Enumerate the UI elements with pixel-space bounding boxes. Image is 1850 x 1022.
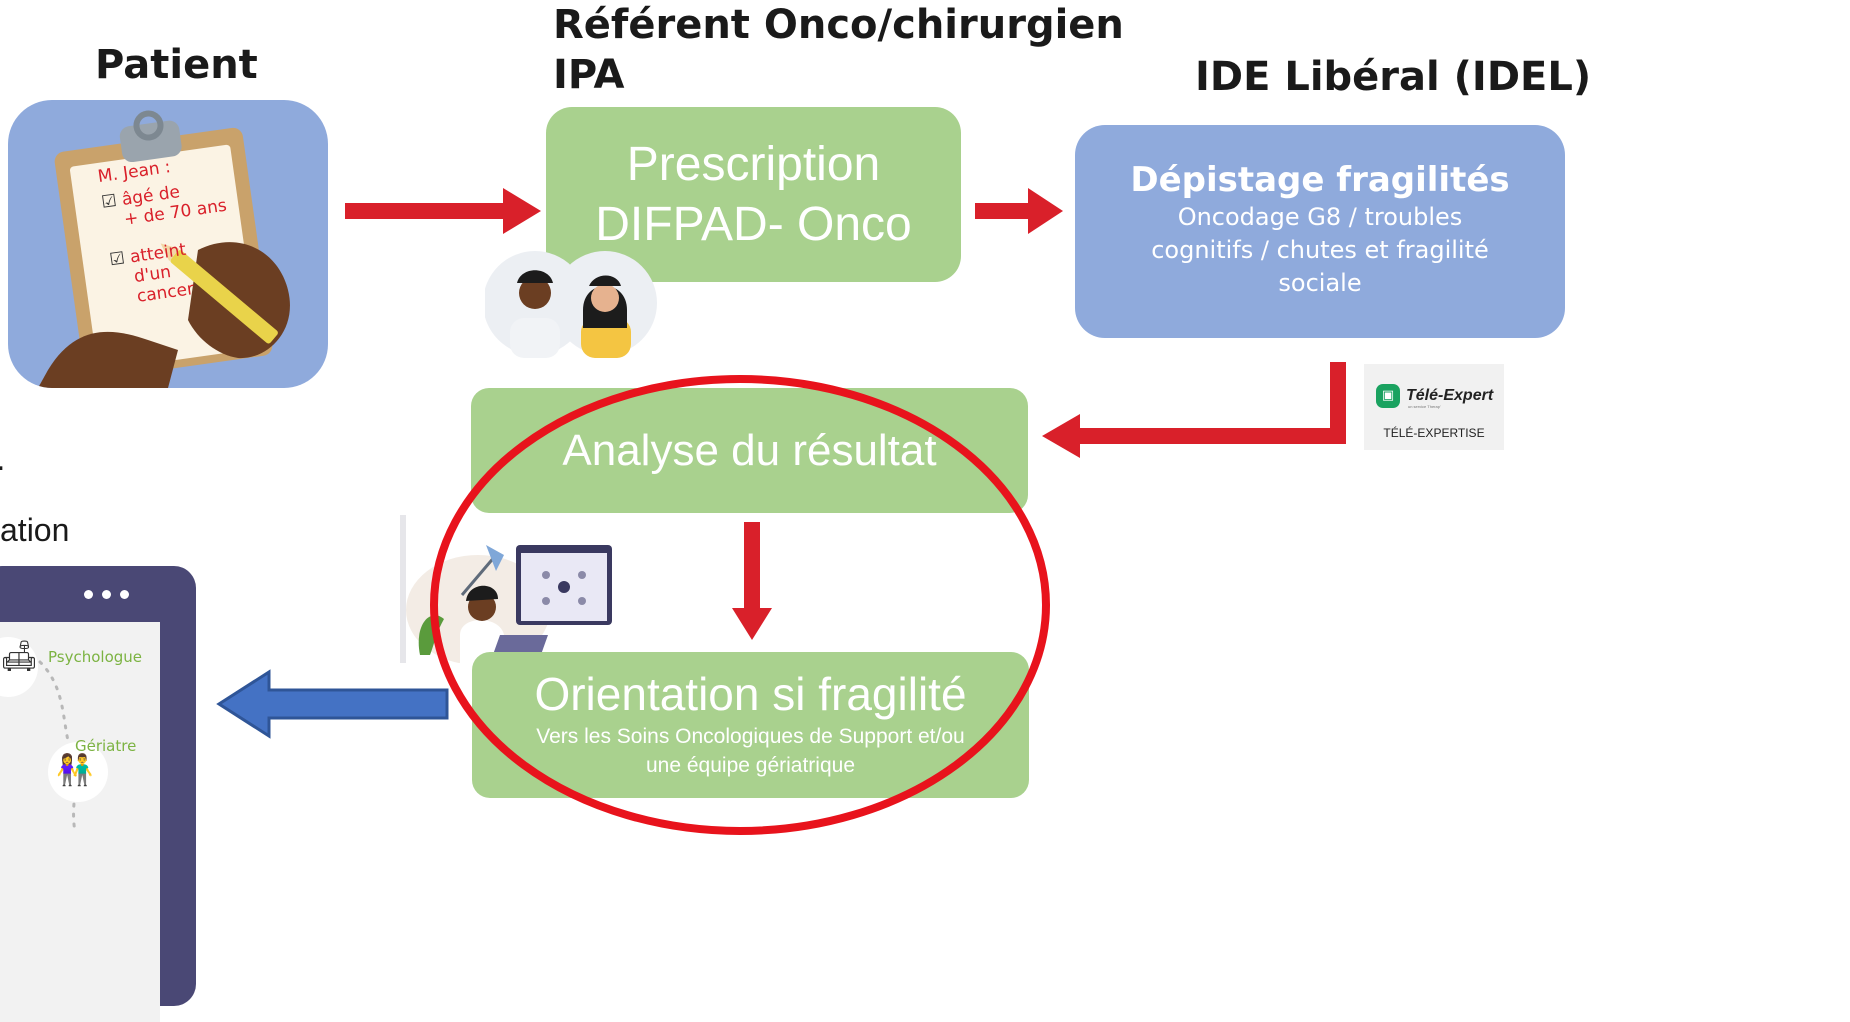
tele-expert-caption: TÉLÉ-EXPERTISE: [1383, 426, 1485, 440]
orientation-line2: une équipe gériatrique: [646, 754, 855, 777]
patient-card: M. Jean : ☑ âgé de + de 70 ans ☑ atteint…: [8, 100, 328, 388]
psychologist-icon: 🛋: [0, 639, 39, 674]
tablet-connector-line: [0, 637, 108, 834]
window-dots-icon: [84, 590, 129, 599]
depistage-box: Dépistage fragilités Oncodage G8 / troub…: [1075, 125, 1565, 338]
doctors-avatar-icon: [485, 251, 657, 358]
orientation-title: Orientation si fragilité: [534, 668, 967, 720]
orientation-box: Orientation si fragilité Vers les Soins …: [472, 652, 1029, 798]
professional-laptop-icon: [400, 515, 612, 663]
tele-expert-brand: Télé-Expert: [1406, 387, 1494, 404]
orientation-line1: Vers les Soins Oncologiques de Support e…: [536, 725, 965, 748]
header-patient: Patient: [95, 42, 258, 88]
tele-expert-badge: ▣ Télé-Expert un service Therap' TÉLÉ-EX…: [1364, 364, 1504, 450]
checkbox-icon: ☑: [108, 248, 127, 271]
checkbox-icon: ☑: [100, 190, 119, 213]
depistage-line3: sociale: [1278, 269, 1362, 297]
tele-expert-icon: ▣: [1376, 384, 1400, 408]
arrow-depistage-to-analyse: [1042, 362, 1346, 458]
depistage-line1: Oncodage G8 / troubles: [1177, 203, 1463, 231]
arrow-orientation-to-tablet: [216, 669, 449, 739]
arrow-prescription-to-depistage: [975, 188, 1063, 234]
patient-card-text: M. Jean : ☑ âgé de + de 70 ans ☑ atteint…: [97, 150, 239, 310]
tablet-frame: 🛋 Psychologue Gériatre 👫: [0, 566, 196, 1022]
tele-expert-logo: ▣ Télé-Expert: [1376, 384, 1493, 408]
analyse-label: Analyse du résultat: [562, 426, 937, 475]
analyse-box: Analyse du résultat: [471, 388, 1028, 513]
header-idel: IDE Libéral (IDEL): [1195, 54, 1592, 100]
elderly-couple-icon: 👫: [56, 753, 94, 788]
depistage-title: Dépistage fragilités: [1130, 160, 1510, 200]
arrow-patient-to-prescription: [345, 188, 541, 234]
tele-expert-tagline: un service Therap': [1408, 404, 1441, 409]
header-referent-line1: Référent Onco/chirurgien: [553, 2, 1124, 48]
prescription-line1: Prescription: [626, 138, 881, 191]
header-referent-line2: IPA: [553, 52, 625, 98]
highlight-ellipse: [430, 375, 1050, 835]
header-referent: Référent Onco/chirurgien IPA: [553, 0, 1124, 100]
tablet-screen: 🛋 Psychologue Gériatre 👫: [0, 622, 160, 1022]
prescription-line2: DIFPAD- Onco: [595, 198, 912, 251]
tablet-item-psychologue: Psychologue: [48, 648, 143, 666]
tablet-item-geriatre: Gériatre: [75, 737, 137, 755]
clipboard-illustration: [38, 110, 290, 388]
depistage-line2: cognitifs / chutes et fragilité: [1151, 236, 1489, 264]
arrow-analyse-to-orientation: [732, 522, 772, 640]
left-cut-text-1: .: [0, 440, 5, 479]
left-cut-text-2: ation: [0, 512, 70, 548]
